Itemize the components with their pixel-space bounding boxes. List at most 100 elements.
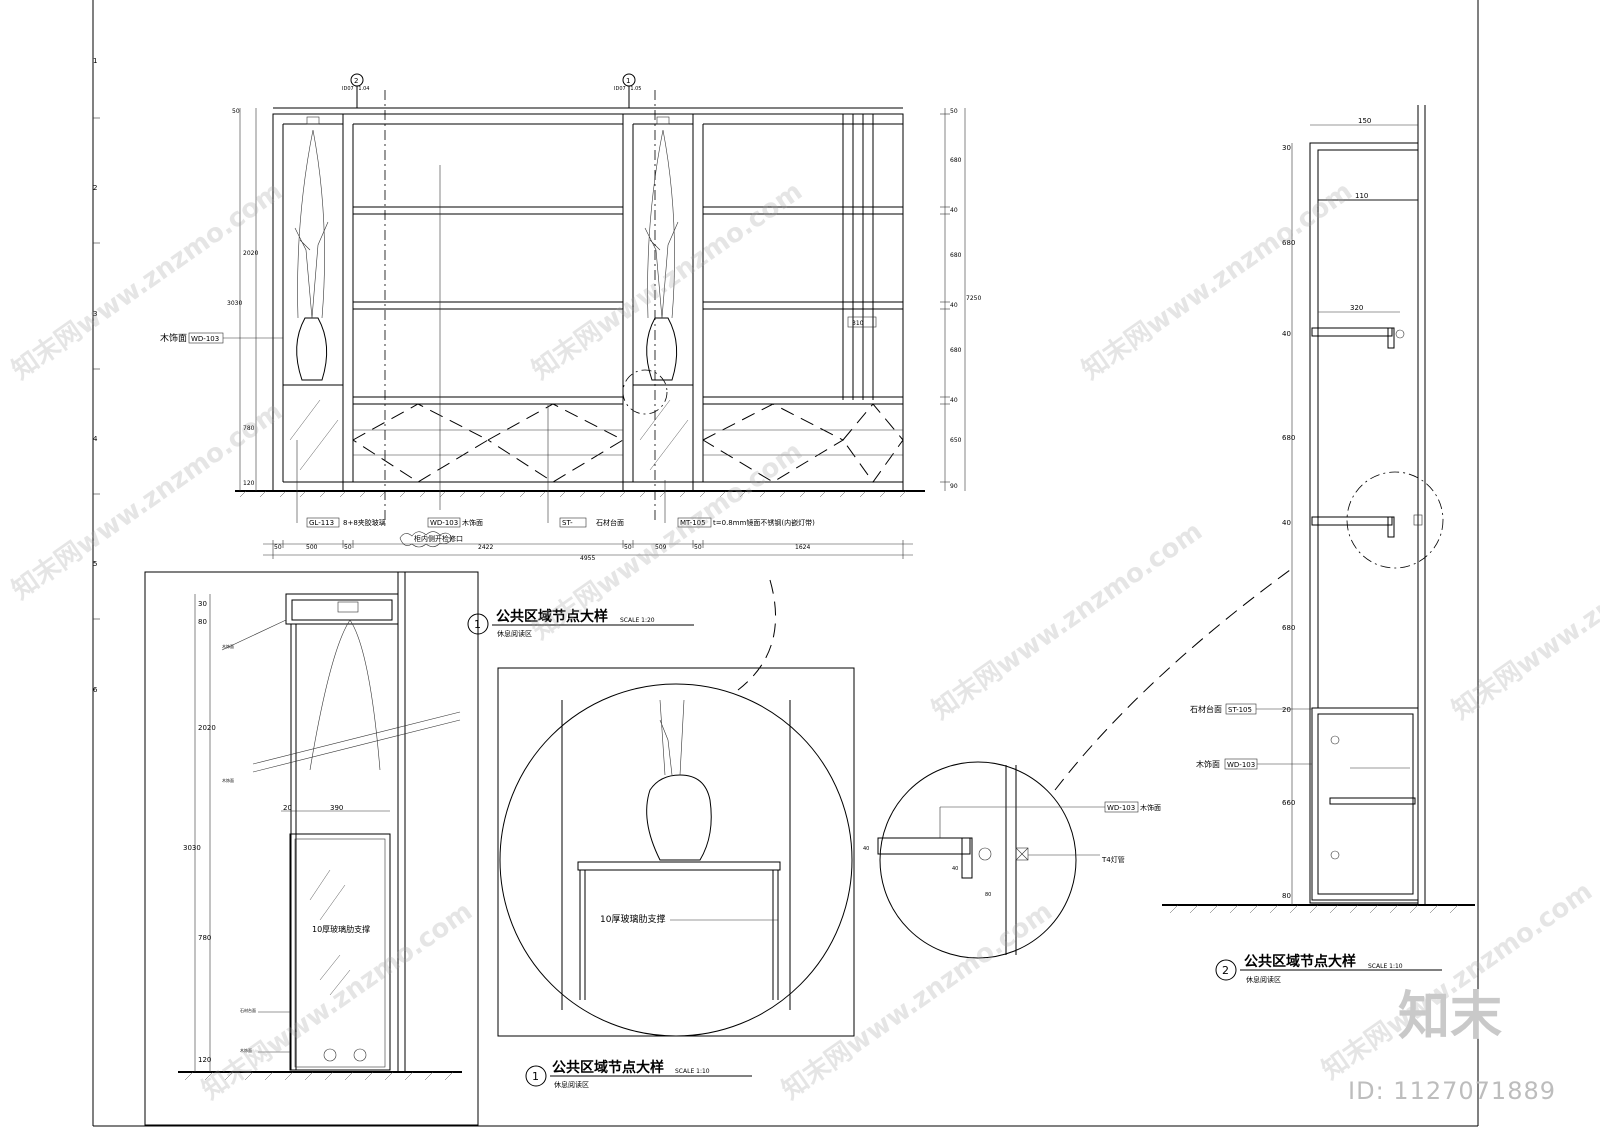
svg-text:休息阅读区: 休息阅读区 <box>1246 975 1281 984</box>
watermark-id: ID: 1127071889 <box>1348 1077 1556 1105</box>
svg-text:50: 50 <box>694 544 702 551</box>
svg-text:知末网www.znzmo.com: 知末网www.znzmo.com <box>927 516 1208 725</box>
svg-text:SCALE 1:20: SCALE 1:20 <box>620 617 655 624</box>
svg-text:2020: 2020 <box>198 724 216 732</box>
svg-text:320: 320 <box>1350 304 1363 312</box>
svg-text:公共区域节点大样: 公共区域节点大样 <box>496 608 608 625</box>
section-right-top-dims: 150 110 320 <box>1310 117 1418 313</box>
svg-text:1: 1 <box>626 77 630 85</box>
svg-text:石材台面: 石材台面 <box>596 518 624 527</box>
grid-marks: 1 2 3 4 5 6 <box>93 57 100 694</box>
svg-text:660: 660 <box>1282 799 1295 807</box>
svg-text:509: 509 <box>655 544 667 551</box>
section-mark-1: 1 ID07 T1.05 <box>614 73 641 108</box>
grid-mark: 1 <box>93 57 97 65</box>
svg-text:30: 30 <box>198 600 207 608</box>
svg-text:3030: 3030 <box>227 300 242 307</box>
svg-text:WD-103: WD-103 <box>430 519 458 527</box>
svg-text:ST-: ST- <box>562 519 573 527</box>
label-wood-face: 木饰面 WD-103 <box>160 332 283 344</box>
grid-mark: 3 <box>93 310 97 318</box>
svg-text:780: 780 <box>198 934 211 942</box>
grid-mark: 6 <box>93 686 98 694</box>
svg-text:50: 50 <box>274 544 282 551</box>
svg-text:110: 110 <box>1355 192 1368 200</box>
svg-text:WD-103: WD-103 <box>1107 804 1135 812</box>
svg-text:2: 2 <box>1222 964 1229 977</box>
vase-icon <box>646 774 712 861</box>
svg-text:木饰面: 木饰面 <box>222 777 234 783</box>
svg-text:680: 680 <box>950 157 962 164</box>
svg-text:310: 310 <box>852 320 864 327</box>
svg-text:50: 50 <box>624 544 632 551</box>
svg-text:休息阅读区: 休息阅读区 <box>497 629 532 638</box>
svg-text:90: 90 <box>950 483 958 490</box>
svg-text:GL-113: GL-113 <box>309 519 334 527</box>
svg-text:150: 150 <box>1358 117 1371 125</box>
section-right-vert-dims: 30 680 40 680 40 680 20 660 80 <box>1282 143 1295 905</box>
svg-text:木饰面: 木饰面 <box>240 1047 252 1053</box>
svg-text:知末网www.znzmo.com: 知末网www.znzmo.com <box>1077 176 1358 385</box>
svg-text:知末网www.znzmo.com: 知末网www.znzmo.com <box>7 396 288 605</box>
section-mark-2: 2 ID07 T1.04 <box>342 73 369 108</box>
svg-text:120: 120 <box>243 480 255 487</box>
svg-text:680: 680 <box>950 347 962 354</box>
svg-text:40: 40 <box>863 846 869 852</box>
grid-mark: 2 <box>93 184 97 192</box>
svg-text:2422: 2422 <box>478 544 493 551</box>
svg-text:MT-105: MT-105 <box>680 519 706 527</box>
watermark-pattern: 知末网www.znzmo.com 知末网www.znzmo.com 知末网www… <box>7 176 1600 1105</box>
detail-section-left: 30 80 2020 3030 780 120 20 390 木饰面 木饰面 石… <box>144 571 479 1126</box>
svg-text:1: 1 <box>532 1070 539 1083</box>
svg-text:40: 40 <box>950 302 958 309</box>
svg-text:50: 50 <box>950 108 958 115</box>
svg-text:40: 40 <box>952 866 958 872</box>
svg-text:40: 40 <box>950 207 958 214</box>
svg-text:120: 120 <box>198 1056 211 1064</box>
glass-fin-label-circle: 10厚玻璃肋支撑 <box>600 913 665 925</box>
svg-text:ID07 T1.04: ID07 T1.04 <box>342 86 369 92</box>
detail-left-dims: 30 80 2020 3030 780 120 20 390 <box>183 594 390 1072</box>
section-right: 150 110 320 30 680 40 680 40 680 20 660 … <box>1162 105 1475 914</box>
svg-text:7250: 7250 <box>966 295 981 302</box>
svg-text:680: 680 <box>1282 624 1295 632</box>
elevation-bottom-dims: 50 500 50 2422 50 509 50 1624 4955 <box>263 540 913 562</box>
svg-text:WD-103: WD-103 <box>1227 761 1255 769</box>
svg-text:780: 780 <box>243 425 255 432</box>
watermark-logo: 知末 <box>1397 987 1502 1047</box>
svg-text:木饰面: 木饰面 <box>222 643 234 649</box>
svg-text:知末网www.znzmo.com: 知末网www.znzmo.com <box>7 176 288 385</box>
svg-text:WD-103: WD-103 <box>191 335 219 343</box>
section-right-labels: 石材台面 ST-105 木饰面 WD-103 <box>1190 703 1312 770</box>
glass-fin-label: 10厚玻璃肋支撑 <box>312 924 370 934</box>
detail-frame <box>144 571 479 1126</box>
svg-text:ID07 T1.05: ID07 T1.05 <box>614 86 641 92</box>
svg-text:石材台面: 石材台面 <box>240 1007 256 1013</box>
svg-text:390: 390 <box>330 804 343 812</box>
svg-text:8+8夹胶玻璃: 8+8夹胶玻璃 <box>343 518 386 527</box>
svg-text:4955: 4955 <box>580 555 595 562</box>
detail-title-2: 1 公共区域节点大样 SCALE 1:10 休息阅读区 <box>525 1059 752 1089</box>
svg-text:30: 30 <box>1282 144 1291 152</box>
svg-text:680: 680 <box>1282 239 1295 247</box>
svg-text:80: 80 <box>985 892 991 898</box>
svg-text:680: 680 <box>950 252 962 259</box>
svg-text:680: 680 <box>1282 434 1295 442</box>
svg-text:40: 40 <box>950 397 958 404</box>
svg-text:2020: 2020 <box>243 250 258 257</box>
vase-icon <box>644 116 679 381</box>
svg-text:650: 650 <box>950 437 962 444</box>
svg-text:40: 40 <box>1282 519 1291 527</box>
svg-text:石材台面: 石材台面 <box>1190 704 1222 714</box>
svg-text:公共区域节点大样: 公共区域节点大样 <box>552 1059 664 1076</box>
svg-text:2: 2 <box>354 77 358 85</box>
cabinet-elevation: 2 ID07 T1.04 1 ID07 T1.05 木饰面 WD-103 GL-… <box>160 73 981 562</box>
svg-text:T4灯管: T4灯管 <box>1101 855 1125 864</box>
svg-text:休息阅读区: 休息阅读区 <box>554 1080 589 1089</box>
svg-text:木饰面: 木饰面 <box>160 332 187 344</box>
svg-text:20: 20 <box>283 804 292 812</box>
detail-title-1: 1 公共区域节点大样 SCALE 1:20 休息阅读区 <box>467 608 694 638</box>
svg-text:20: 20 <box>1282 706 1291 714</box>
svg-text:ST-105: ST-105 <box>1228 706 1252 714</box>
